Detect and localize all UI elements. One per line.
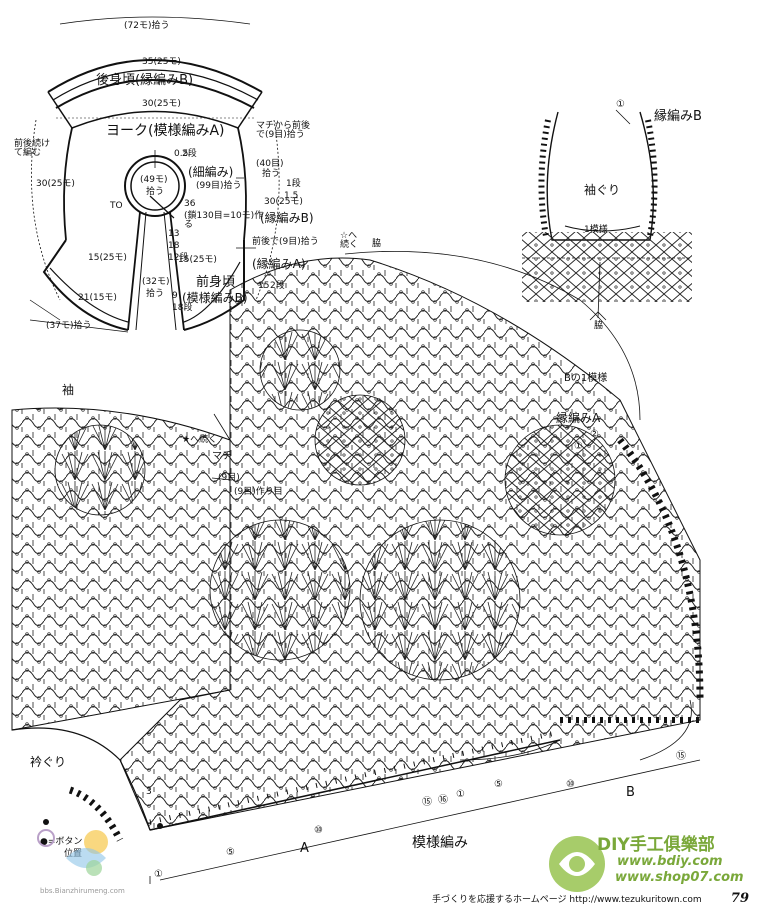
back-width-low-label: 30(25モ) bbox=[142, 99, 181, 109]
watermark-url: www.bdiy.com bbox=[617, 854, 723, 869]
watermark-main: DIY手工俱樂部 bbox=[597, 835, 715, 855]
sleeve-edging-b-label: 縁編みB bbox=[654, 109, 702, 124]
main-stitch-chart bbox=[11, 250, 704, 884]
front-back-join-label: 前後続けて編む bbox=[14, 139, 51, 158]
row-15-right: ⑮ bbox=[676, 751, 686, 762]
rib-pick-label: (99目)拾う bbox=[196, 181, 242, 191]
left-watermark-text: bbs.Bianzhirumeng.com bbox=[40, 887, 125, 895]
back-width-mid-label: 35(25モ) bbox=[142, 57, 181, 67]
front-pattern-label: (模様編みB) bbox=[182, 291, 248, 305]
label-b: B bbox=[626, 785, 635, 800]
pick40-sub-label: 拾う bbox=[262, 169, 281, 179]
circle-1-label: ① bbox=[574, 441, 583, 452]
row-05-label: 0.5 bbox=[174, 149, 189, 159]
yoke-schematic bbox=[29, 16, 280, 333]
label-a: A bbox=[300, 841, 309, 856]
edging-a-label: (縁編みA) bbox=[252, 257, 306, 271]
row-18-label: 18段 bbox=[172, 303, 193, 313]
dim-13-label: 13 bbox=[168, 229, 180, 239]
row-15-left-label: 15(25モ) bbox=[88, 253, 127, 263]
row-10-bottom: ⑩ bbox=[314, 825, 323, 836]
row-12-label: 12段 bbox=[168, 253, 189, 263]
front-len32-label: (32モ) bbox=[142, 277, 170, 287]
len30-right-label: 30(25モ) bbox=[264, 197, 303, 207]
row-15-right-label: 15(25モ) bbox=[178, 255, 217, 265]
yoke-label: ヨーク(模様編みA) bbox=[106, 123, 225, 139]
sleeve-edging-detail bbox=[522, 109, 692, 321]
row-9-label: 9 bbox=[172, 291, 178, 301]
sleeve-mark-1: ① bbox=[616, 99, 625, 110]
side-length-left-label: 30(25モ) bbox=[36, 179, 75, 189]
pattern-label: 模様編み bbox=[412, 835, 468, 851]
page-number: 79 bbox=[730, 891, 749, 906]
row-3-label: 3 bbox=[146, 787, 152, 797]
sleeve-label: 袖 bbox=[62, 383, 75, 397]
pick9-label: (9目) bbox=[218, 473, 240, 483]
dim-18-label: 18 bbox=[168, 241, 180, 251]
rib-label: (細編み) bbox=[188, 165, 234, 179]
back-body-label: 後身頃(縁編みB) bbox=[96, 73, 194, 88]
neck-circumference-label: (49モ) bbox=[140, 175, 168, 185]
row-2-side-label: 2段 bbox=[270, 281, 285, 291]
left-watermark-logo: bbs.Bianzhirumeng.com bbox=[6, 818, 125, 898]
footer-text: 手づくりを応援するホームページ http://www.tezukuritown.… bbox=[432, 895, 702, 905]
circle-2-label: ② bbox=[590, 429, 599, 440]
row-1-label: 1段 bbox=[286, 179, 301, 189]
gusset-label: マチ bbox=[212, 451, 232, 462]
row-1-neck: ① bbox=[154, 869, 163, 880]
b-repeat-label: Bの1模様 bbox=[564, 373, 608, 384]
row-10-right: ⑩ bbox=[566, 779, 575, 790]
sleeve-underarm-label: 脇 bbox=[594, 321, 604, 331]
row-1-5-label: 1.5 bbox=[284, 191, 299, 201]
row-15-bottom: ⑮ bbox=[422, 797, 432, 808]
row-5-bottom: ⑤ bbox=[226, 847, 235, 858]
diy-watermark: DIY手工俱樂部 www.bdiy.com www.shop07.com bbox=[545, 828, 745, 898]
underarm-top-label: 脇 bbox=[372, 239, 382, 249]
armhole-label: 袖ぐり bbox=[584, 183, 621, 197]
front-pick-label: 拾う bbox=[146, 289, 165, 299]
star-continue-label: ☆へ続く bbox=[340, 231, 359, 250]
pattern-repeat-label: 1模様 bbox=[584, 225, 608, 235]
edging-b-label: (縁編みB) bbox=[260, 211, 314, 225]
pick9-sub-label: (9目)作り目 bbox=[234, 487, 283, 497]
front-body-label: 前身頃 bbox=[196, 275, 236, 290]
to-label: TO bbox=[110, 201, 123, 211]
button-label: ●=ボタン bbox=[40, 837, 83, 847]
back-width-top-label: (72モ)拾う bbox=[124, 21, 170, 31]
row-15-side-label: 15 bbox=[258, 281, 270, 291]
neck-pick-label: 拾う bbox=[146, 187, 165, 197]
bottom-37-label: (37モ)拾う bbox=[46, 321, 92, 331]
row-16-bottom: ⑯ bbox=[438, 795, 448, 806]
star-black-label: ★へ続く bbox=[182, 435, 218, 445]
row-2-label: 2段 bbox=[182, 149, 197, 159]
neckline-label: 衿ぐり bbox=[30, 755, 67, 769]
dim-36-label: 36 bbox=[184, 199, 196, 209]
row-1-bottom: ① bbox=[456, 789, 465, 800]
left-21-label: 21(15モ) bbox=[78, 293, 117, 303]
row-5-right: ⑤ bbox=[494, 779, 503, 790]
chain-label: (鎖130目=10モ)作る bbox=[184, 211, 264, 230]
side-pick9-label: 前後で(9目)拾う bbox=[252, 237, 319, 247]
pick40-label: (40目) bbox=[256, 159, 284, 169]
edging-a-main-label: 縁編みA bbox=[556, 411, 601, 425]
watermark-url2: www.shop07.com bbox=[615, 870, 744, 885]
pick-from-marker-label: マチから前後で(9目)拾う bbox=[256, 121, 311, 140]
